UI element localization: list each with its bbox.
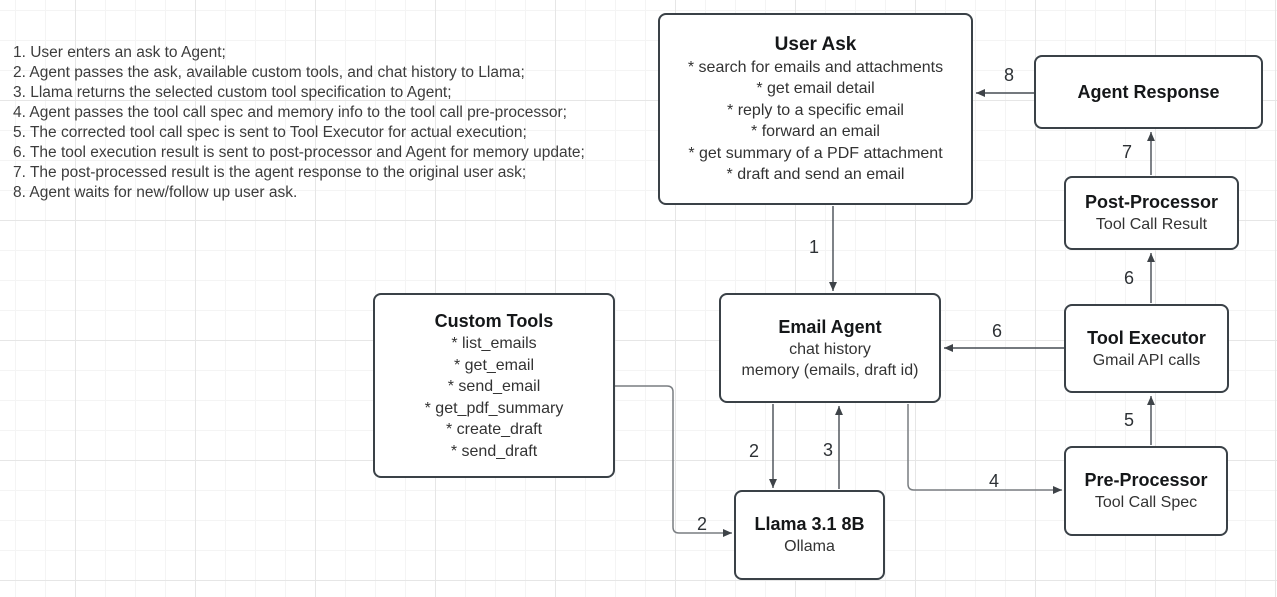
node-custom-tools-item: * send_email [447, 378, 541, 395]
note-step-7: 7. The post-processed result is the agen… [13, 164, 527, 181]
node-user-ask-item: * get email detail [756, 80, 875, 97]
node-agent-response-title: Agent Response [1077, 82, 1220, 102]
node-pre-processor-title: Pre-Processor [1084, 470, 1208, 491]
node-post-processor: Post-Processor Tool Call Result [1064, 176, 1239, 250]
node-custom-tools-item: * get_pdf_summary [424, 399, 564, 417]
node-llama-title: Llama 3.1 8B [754, 514, 865, 535]
node-user-ask-item: * draft and send an email [726, 166, 905, 183]
node-pre-processor: Pre-Processor Tool Call Spec [1064, 446, 1228, 536]
node-user-ask: User Ask * search for emails and attachm… [658, 13, 973, 205]
note-step-4: 4. Agent passes the tool call spec and m… [13, 104, 567, 121]
node-email-agent-line: chat history [789, 340, 871, 358]
edge-label-step1: 1 [808, 237, 820, 257]
note-step-6: 6. The tool execution result is sent to … [13, 144, 585, 161]
edge-label-step6-to-postprocessor: 6 [1123, 268, 1135, 288]
node-post-processor-subtitle: Tool Call Result [1095, 216, 1208, 234]
node-email-agent: Email Agent chat history memory (emails,… [719, 293, 941, 403]
node-agent-response: Agent Response [1034, 55, 1263, 129]
node-custom-tools-item: * create_draft [445, 421, 543, 438]
node-tool-executor-title: Tool Executor [1087, 327, 1206, 348]
note-step-2: 2. Agent passes the ask, available custo… [13, 64, 525, 81]
edge-label-step5: 5 [1123, 410, 1135, 430]
node-custom-tools-title: Custom Tools [434, 311, 554, 331]
node-pre-processor-subtitle: Tool Call Spec [1094, 494, 1198, 512]
edge-label-step7: 7 [1121, 142, 1133, 162]
node-llama-subtitle: Ollama [784, 538, 835, 556]
arrow-email-agent-to-pre-processor [907, 404, 1062, 494]
node-user-ask-title: User Ask [774, 33, 857, 55]
node-tool-executor-subtitle: Gmail API calls [1092, 351, 1201, 369]
node-llama: Llama 3.1 8B Ollama [734, 490, 885, 580]
node-custom-tools-item: * send_draft [450, 442, 538, 460]
node-custom-tools-item: * get_email [453, 356, 535, 374]
node-user-ask-item: * forward an email [751, 123, 880, 140]
note-step-1: 1. User enters an ask to Agent; [13, 44, 226, 61]
workflow-notes: 1. User enters an ask to Agent; 2. Agent… [13, 43, 585, 203]
edge-label-step6-to-agent: 6 [991, 321, 1003, 341]
node-email-agent-line: memory (emails, draft id) [741, 362, 919, 379]
node-email-agent-title: Email Agent [778, 316, 882, 337]
edge-label-step2-tools-to-llama: 2 [696, 514, 708, 534]
node-user-ask-item: * reply to a specific email [727, 101, 904, 119]
note-step-8: 8. Agent waits for new/follow up user as… [13, 184, 298, 201]
arrow-custom-tools-to-llama [615, 385, 732, 537]
node-post-processor-title: Post-Processor [1084, 192, 1219, 213]
note-step-5: 5. The corrected tool call spec is sent … [13, 124, 527, 141]
note-step-3: 3. Llama returns the selected custom too… [13, 84, 452, 101]
edge-label-step8: 8 [1003, 65, 1015, 85]
node-custom-tools: Custom Tools * list_emails * get_email *… [373, 293, 615, 478]
node-custom-tools-item: * list_emails [451, 335, 537, 352]
edge-label-step4: 4 [988, 471, 1000, 491]
node-tool-executor: Tool Executor Gmail API calls [1064, 304, 1229, 393]
node-user-ask-item: * get summary of a PDF attachment [688, 144, 943, 162]
node-user-ask-item: * search for emails and attachments [687, 58, 944, 76]
edge-label-step2-agent-to-llama: 2 [748, 441, 760, 461]
edge-label-step3: 3 [822, 440, 834, 460]
